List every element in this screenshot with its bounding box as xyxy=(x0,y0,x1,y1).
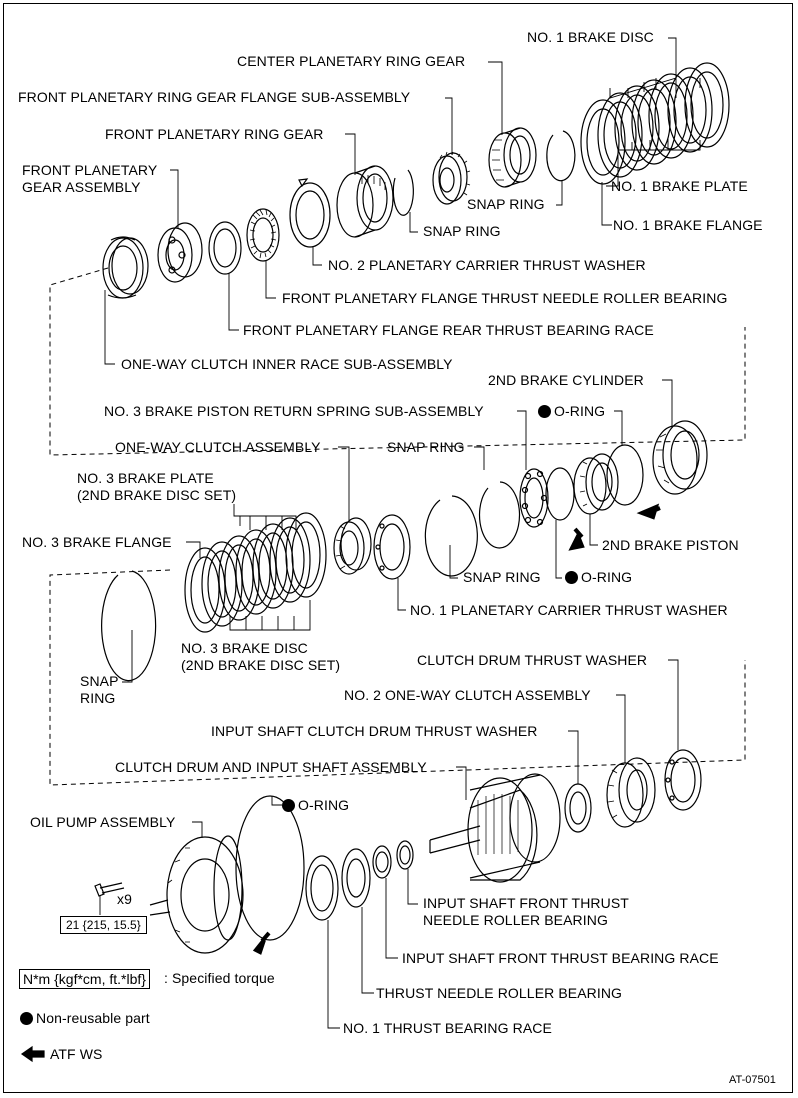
label-clutch-drum-and-input-shaft: CLUTCH DRUM AND INPUT SHAFT ASSEMBLY xyxy=(115,759,427,775)
snap-ring-row2b-part xyxy=(424,495,478,577)
o-ring-1-text: O-RING xyxy=(554,403,606,419)
non-reusable-dot-icon xyxy=(282,799,295,812)
label-snap-ring-1: SNAP RING xyxy=(467,196,545,212)
label-input-shaft-front-thrust-race: INPUT SHAFT FRONT THRUST BEARING RACE xyxy=(402,950,719,966)
label-front-planetary-flange-rear-race: FRONT PLANETARY FLANGE REAR THRUST BEARI… xyxy=(243,322,654,338)
label-front-planetary-ring-gear: FRONT PLANETARY RING GEAR xyxy=(105,126,324,142)
no1-brake-disc-stack-part xyxy=(580,62,730,185)
label-no1-planetary-carrier-thrust-washer: NO. 1 PLANETARY CARRIER THRUST WASHER xyxy=(410,602,728,618)
label-input-shaft-clutch-drum-thrust-washer: INPUT SHAFT CLUTCH DRUM THRUST WASHER xyxy=(211,723,538,739)
center-planetary-ring-gear-part xyxy=(488,127,537,188)
thrust-needle-roller-bearing-row3-part xyxy=(341,848,371,908)
label-return-spring: NO. 3 BRAKE PISTON RETURN SPRING SUB-ASS… xyxy=(104,403,484,419)
label-input-shaft-front-thrust-needle-bearing: INPUT SHAFT FRONT THRUST NEEDLE ROLLER B… xyxy=(423,895,629,928)
label-o-ring-1: O-RING xyxy=(538,403,605,420)
snap-ring-row1b-part xyxy=(546,130,576,182)
legend-non-reusable: Non-reusable part xyxy=(20,1010,150,1027)
label-second-brake-cylinder: 2ND BRAKE CYLINDER xyxy=(488,372,644,388)
center-planetary-ring-gear-flange-part xyxy=(432,151,471,205)
one-way-clutch-assembly-part xyxy=(333,517,372,575)
return-spring-sub-assembly-part xyxy=(519,468,549,528)
bolt-part xyxy=(94,882,125,897)
thrust-needle-roller-bearing-part xyxy=(246,208,280,262)
label-no3-brake-flange: NO. 3 BRAKE FLANGE xyxy=(22,534,172,550)
label-snap-ring-5: SNAP RING xyxy=(80,673,119,706)
label-front-planetary-ring-gear-flange: FRONT PLANETARY RING GEAR FLANGE SUB-ASS… xyxy=(18,89,411,105)
snap-ring-row2c-part xyxy=(101,570,157,682)
label-one-way-clutch-assembly: ONE-WAY CLUTCH ASSEMBLY xyxy=(115,439,321,455)
no1-planetary-carrier-thrust-washer-part xyxy=(373,514,411,580)
no2-one-way-clutch-assembly-part xyxy=(606,757,656,828)
non-reusable-dot-icon xyxy=(565,571,578,584)
snap-ring-row1a-part xyxy=(392,169,414,216)
o-ring-2-text: O-RING xyxy=(581,569,633,585)
label-one-way-clutch-inner-race: ONE-WAY CLUTCH INNER RACE SUB-ASSEMBLY xyxy=(121,356,453,372)
label-snap-ring-2: SNAP RING xyxy=(423,223,501,239)
oil-pump-assembly-part xyxy=(149,835,244,954)
non-reusable-dot-icon xyxy=(20,1012,33,1025)
label-no1-brake-plate: NO. 1 BRAKE PLATE xyxy=(611,178,748,194)
label-no2-one-way-clutch-assembly: NO. 2 ONE-WAY CLUTCH ASSEMBLY xyxy=(344,687,591,703)
o-ring-cylinder-part xyxy=(606,444,644,506)
label-no3-brake-plate: NO. 3 BRAKE PLATE (2ND BRAKE DISC SET) xyxy=(77,470,237,503)
label-oil-pump-assembly: OIL PUMP ASSEMBLY xyxy=(30,814,176,830)
label-front-planetary-gear-assembly: FRONT PLANETARY GEAR ASSEMBLY xyxy=(22,162,158,195)
legend-torque-unit: N*m {kgf*cm, ft.*lbf} xyxy=(19,969,150,989)
label-no1-brake-disc: NO. 1 BRAKE DISC xyxy=(527,29,654,45)
diagram-frame xyxy=(3,3,793,1093)
legend-non-reusable-text: Non-reusable part xyxy=(36,1010,150,1026)
clutch-drum-and-input-shaft-part xyxy=(429,773,561,883)
label-thrust-needle-roller-bearing: THRUST NEEDLE ROLLER BEARING xyxy=(376,985,623,1001)
legend-torque-desc: : Specified torque xyxy=(164,970,275,986)
label-clutch-drum-thrust-washer: CLUTCH DRUM THRUST WASHER xyxy=(417,652,648,668)
label-bolt-qty: x9 xyxy=(117,891,132,907)
second-brake-piston-part xyxy=(573,453,619,515)
front-planetary-ring-gear-part xyxy=(336,165,394,238)
label-no2-planetary-carrier-thrust-washer: NO. 2 PLANETARY CARRIER THRUST WASHER xyxy=(328,257,646,273)
no1-thrust-bearing-race-part xyxy=(305,855,339,921)
figure-id: AT-07501 xyxy=(729,1074,776,1086)
one-way-clutch-inner-race-part xyxy=(102,236,149,299)
label-no3-brake-disc: NO. 3 BRAKE DISC (2ND BRAKE DISC SET) xyxy=(181,640,341,673)
label-o-ring-2: O-RING xyxy=(565,569,632,586)
rear-thrust-bearing-race-part xyxy=(208,221,242,275)
snap-ring-row2a-part xyxy=(478,481,521,549)
non-reusable-dot-icon xyxy=(538,405,551,418)
second-brake-cylinder-part xyxy=(652,420,708,495)
label-front-planetary-flange-thrust-needle-bearing: FRONT PLANETARY FLANGE THRUST NEEDLE ROL… xyxy=(282,290,728,306)
legend-atf: ATF WS xyxy=(50,1046,103,1062)
label-o-ring-3: O-RING xyxy=(282,797,349,814)
atf-arrow-icon xyxy=(20,1045,45,1063)
no2-planetary-carrier-thrust-washer-part xyxy=(289,178,331,248)
label-no1-thrust-bearing-race: NO. 1 THRUST BEARING RACE xyxy=(343,1020,552,1036)
atf-arrow-icon xyxy=(252,503,661,955)
label-center-planetary-ring-gear: CENTER PLANETARY RING GEAR xyxy=(237,53,466,69)
no3-brake-disc-stack-part xyxy=(184,512,327,633)
input-shaft-clutch-drum-thrust-washer-part xyxy=(564,783,592,833)
assembly-axis-lines xyxy=(49,267,746,786)
torque-spec-box: 21 {215, 15.5} xyxy=(60,916,147,934)
o-ring-pump-part xyxy=(235,795,305,941)
label-snap-ring-4: SNAP RING xyxy=(463,569,541,585)
front-planetary-gear-assembly-part xyxy=(157,222,203,283)
o-ring-piston-part xyxy=(545,467,575,521)
label-no1-brake-flange: NO. 1 BRAKE FLANGE xyxy=(613,217,763,233)
clutch-drum-thrust-washer-part xyxy=(664,749,702,811)
input-shaft-front-thrust-needle-bearing-part xyxy=(396,840,414,870)
input-shaft-front-thrust-race-part xyxy=(372,845,392,879)
leader-lines xyxy=(99,37,701,1029)
label-snap-ring-3: SNAP RING xyxy=(387,439,465,455)
o-ring-3-text: O-RING xyxy=(298,797,350,813)
label-second-brake-piston: 2ND BRAKE PISTON xyxy=(602,537,739,553)
